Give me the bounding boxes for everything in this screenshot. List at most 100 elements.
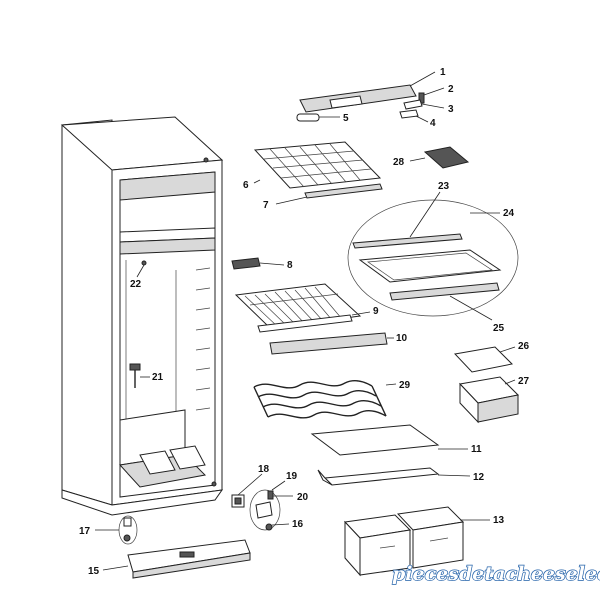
label-19: 19 xyxy=(286,471,298,482)
part-3-bracket xyxy=(403,99,445,110)
bracket-body xyxy=(403,99,423,110)
glass-panel xyxy=(358,249,502,283)
label-1: 1 xyxy=(440,67,446,78)
shelf-trim-body xyxy=(269,332,388,355)
part-2-pin xyxy=(418,87,445,104)
insert-body xyxy=(123,517,132,527)
label-3: 3 xyxy=(448,104,454,115)
wire-rack-bars xyxy=(244,286,343,328)
part-29-bottle-rack xyxy=(253,379,397,419)
label-22: 22 xyxy=(130,279,142,290)
part-27-dairy-box xyxy=(458,376,520,424)
part-6-wire-shelf xyxy=(253,141,382,189)
part-8-small-bracket xyxy=(231,257,285,270)
small-bracket-body xyxy=(231,257,261,270)
part-4-clip xyxy=(399,109,429,123)
grille-bottom xyxy=(132,552,251,579)
part-23-front-trim xyxy=(352,191,463,249)
label-28: 28 xyxy=(393,157,405,168)
glass-shelf-body xyxy=(310,424,440,456)
label-8: 8 xyxy=(287,260,293,271)
hinge-plate-hole-icon xyxy=(234,497,242,505)
wire-shelf-grid xyxy=(263,143,372,188)
part-21-thermostat-probe xyxy=(129,363,150,388)
part-1-top-bar xyxy=(299,71,436,113)
floor-pad-right xyxy=(169,445,206,470)
glass-inner-edge xyxy=(367,252,494,281)
crisper-trim-end xyxy=(317,469,333,486)
part-15-base-grille xyxy=(102,539,251,579)
label-9: 9 xyxy=(373,306,379,317)
part-9-wire-rack xyxy=(234,283,371,333)
rack-wire-3 xyxy=(262,399,382,409)
rack-wire-2 xyxy=(257,389,377,399)
freezer-top-wall xyxy=(119,171,216,201)
shelf-glass xyxy=(358,249,502,283)
part-11-glass-shelf xyxy=(310,424,468,456)
dairy-box-front xyxy=(477,394,519,423)
part-16-foot xyxy=(265,523,290,531)
rear-trim-body xyxy=(389,282,500,301)
clip-body xyxy=(399,109,419,119)
screw-icon xyxy=(141,260,147,266)
label-4: 4 xyxy=(430,118,436,129)
part-28-filter xyxy=(409,146,470,169)
label-21: 21 xyxy=(152,372,164,383)
label-6: 6 xyxy=(243,180,249,191)
label-23: 23 xyxy=(438,181,450,192)
part-24-shelf-assembly xyxy=(347,191,519,321)
assembly-outline xyxy=(347,199,519,317)
label-2: 2 xyxy=(448,84,454,95)
hinge-bracket xyxy=(255,501,273,519)
label-20: 20 xyxy=(297,492,309,503)
label-7: 7 xyxy=(263,200,269,211)
filter-body xyxy=(423,146,470,169)
label-10: 10 xyxy=(396,333,408,344)
part-13-crisper-drawers xyxy=(343,506,490,577)
dairy-lid-body xyxy=(453,346,514,373)
label-12: 12 xyxy=(473,472,485,483)
part-5-latch xyxy=(296,113,340,122)
label-27: 27 xyxy=(518,376,530,387)
wire-rack-front xyxy=(257,314,353,333)
part-25-rear-trim xyxy=(389,282,500,321)
insert-screw-icon xyxy=(123,534,131,542)
label-13: 13 xyxy=(493,515,505,526)
drawer-left-front xyxy=(359,529,411,576)
label-26: 26 xyxy=(518,341,530,352)
part-10-shelf-trim xyxy=(269,332,394,355)
part-18-lower-hinge-plate xyxy=(231,473,263,508)
part-20-hinge-pin xyxy=(267,490,293,500)
floor-pad-left xyxy=(139,450,176,475)
label-17: 17 xyxy=(79,526,91,537)
label-15: 15 xyxy=(88,566,100,577)
label-5: 5 xyxy=(343,113,349,124)
label-18: 18 xyxy=(258,464,270,475)
part-labels: 1 2 3 4 5 6 7 8 9 10 11 12 13 15 16 17 1… xyxy=(79,67,530,577)
cabinet-left-side xyxy=(61,119,113,506)
rail-body xyxy=(304,183,383,199)
hinge-callout-ring xyxy=(249,489,281,531)
drawer-right-front xyxy=(412,521,464,569)
part-22-screw xyxy=(136,260,147,278)
label-16: 16 xyxy=(292,519,304,530)
part-7-shelf-rail xyxy=(275,183,383,205)
label-11: 11 xyxy=(471,444,482,455)
probe-head-icon xyxy=(129,363,141,371)
hinge-hole-icon xyxy=(203,157,209,163)
trim-body xyxy=(352,233,463,249)
hinge-pin-icon xyxy=(267,490,274,500)
cabinet-base xyxy=(61,489,224,516)
part-19-hinge-assembly xyxy=(249,480,286,531)
lower-hinge-hole-icon xyxy=(211,481,217,487)
divider-front xyxy=(119,237,216,255)
crisper-trim-body xyxy=(323,467,440,486)
label-29: 29 xyxy=(399,380,411,391)
latch-body xyxy=(296,113,320,122)
top-bar-slot xyxy=(329,95,363,109)
part-17-hinge-insert xyxy=(95,515,138,545)
site-watermark: piecesdetacheeselec.com xyxy=(392,563,600,585)
fridge-cabinet xyxy=(60,116,224,516)
